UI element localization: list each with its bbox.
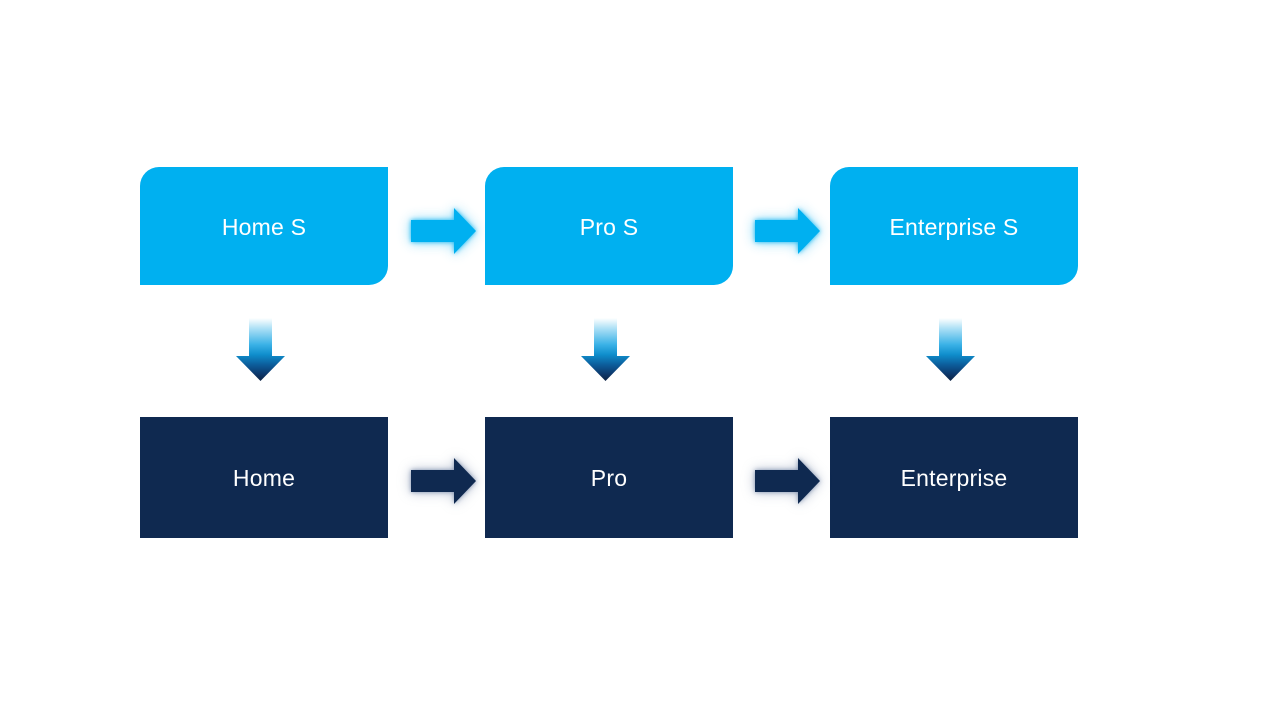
node-home-s[interactable]: Home S xyxy=(140,167,388,285)
node-home-s-label: Home S xyxy=(221,213,307,240)
node-pro[interactable]: Pro xyxy=(485,417,733,538)
node-pro-s[interactable]: Pro S xyxy=(485,167,733,285)
node-home[interactable]: Home xyxy=(140,417,388,538)
node-enterprise[interactable]: Enterprise xyxy=(830,417,1078,538)
down-arrow-icon[interactable] xyxy=(926,318,975,381)
node-pro-s-label: Pro S xyxy=(579,213,639,240)
right-arrow-icon[interactable] xyxy=(411,208,476,254)
down-arrow-icon[interactable] xyxy=(581,318,630,381)
node-enterprise-s-label: Enterprise S xyxy=(889,213,1019,240)
node-enterprise-label: Enterprise xyxy=(900,465,1008,491)
right-arrow-icon[interactable] xyxy=(755,208,820,254)
node-enterprise-s[interactable]: Enterprise S xyxy=(830,167,1078,285)
right-arrow-icon[interactable] xyxy=(755,458,820,504)
node-home-label: Home xyxy=(232,465,296,491)
down-arrow-icon[interactable] xyxy=(236,318,285,381)
right-arrow-icon[interactable] xyxy=(411,458,476,504)
node-pro-label: Pro xyxy=(590,465,628,491)
